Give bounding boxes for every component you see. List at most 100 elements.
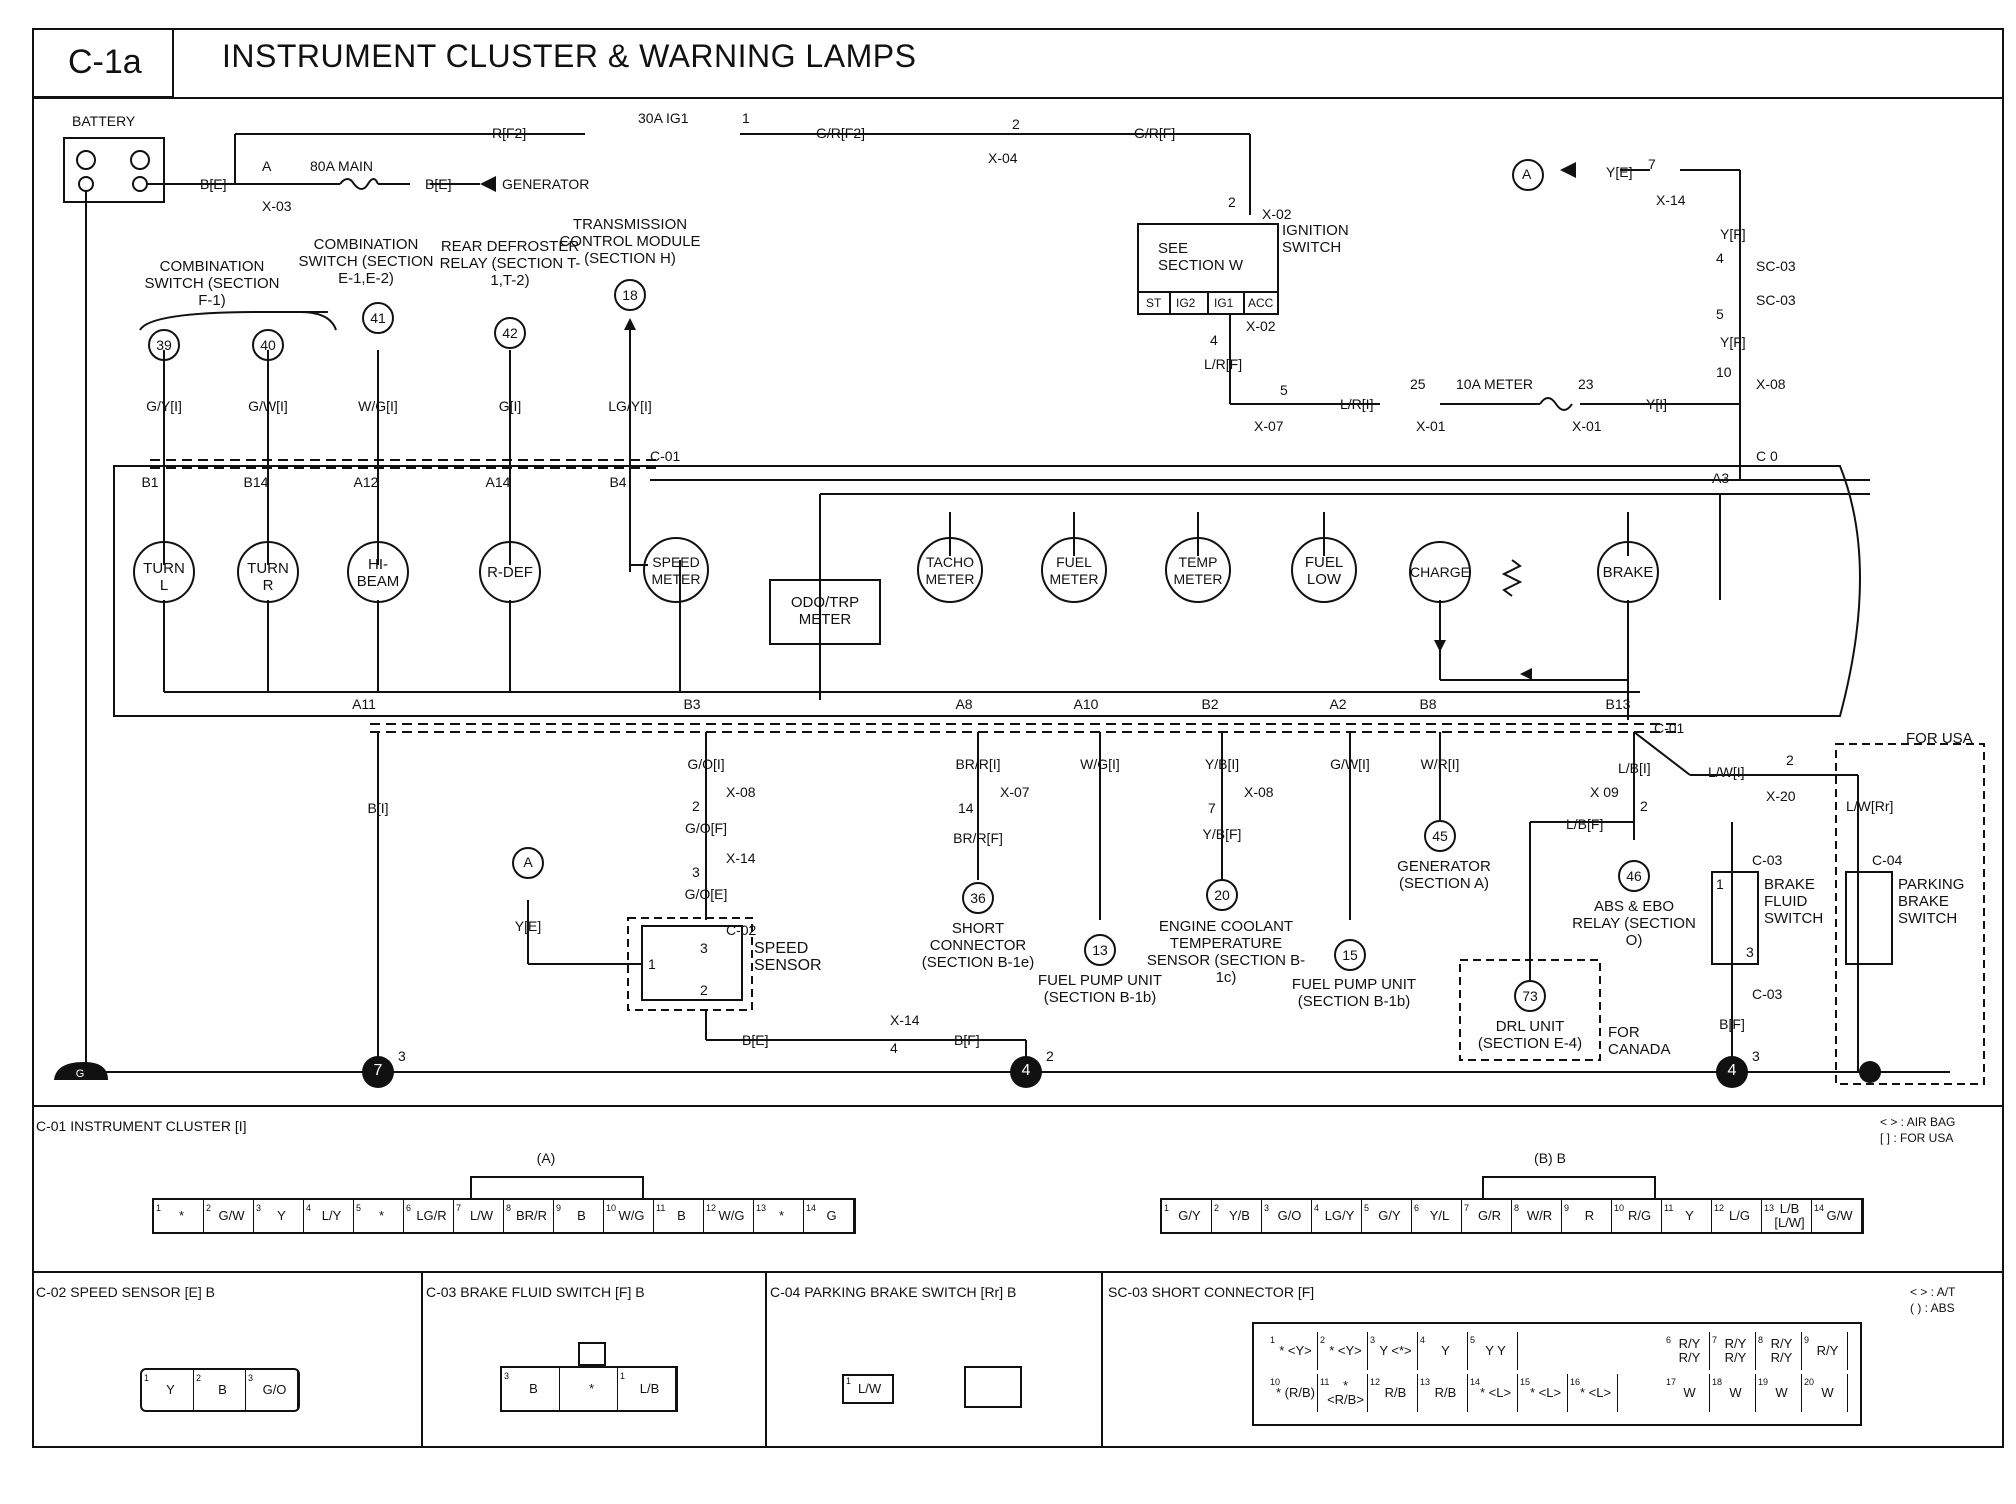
c01a-pin-wire: *	[778, 1208, 785, 1223]
c01b-pin-wire: G/W	[1826, 1208, 1853, 1223]
ss-pin-2: 2	[700, 982, 708, 998]
x08b-label: X-08	[1244, 784, 1274, 800]
sc03-pin-number: 13	[1420, 1377, 1431, 1387]
c02-pin-number: 1	[144, 1373, 150, 1383]
wire-wg-i-bottom: W/G[I]	[1080, 756, 1120, 772]
pin-3-go: 3	[692, 864, 700, 880]
wire-r-f2: R[F2]	[492, 125, 527, 141]
sc03-connector	[1252, 1322, 1862, 1426]
ignition-switch-label: IGNITION SWITCH	[1282, 222, 1349, 256]
sc03-pin-wire: W	[1729, 1385, 1742, 1400]
sc03-pin-number: 12	[1370, 1377, 1381, 1387]
c01a-pin-number: 2	[206, 1203, 212, 1213]
sc03-pin-wire: * <Y>	[1329, 1343, 1362, 1358]
c02-pin-number: 2	[196, 1373, 202, 1383]
c03-latch	[578, 1342, 606, 1366]
sc03-pin-1: 1* <Y>	[1268, 1332, 1318, 1370]
c01a-pin-number: 12	[706, 1203, 717, 1213]
circle-20: 20	[1214, 887, 1230, 903]
c01a-pin-number: 7	[456, 1203, 462, 1213]
connector-a-bottom: A	[523, 854, 533, 870]
pin-25: 25	[1410, 376, 1426, 392]
circle-39: 39	[156, 337, 172, 353]
comb-switch-f1: COMBINATION SWITCH (SECTION F-1)	[144, 258, 280, 309]
c01a-pin-wire: G/W	[218, 1208, 245, 1223]
sc03-pin-2: 2* <Y>	[1318, 1332, 1368, 1370]
c02-label: C-02	[726, 922, 757, 938]
for-usa-label: FOR USA	[1906, 730, 1973, 747]
pin-b8: B8	[1419, 696, 1437, 712]
c02-connector-title: C-02 SPEED SENSOR [E] B	[36, 1284, 215, 1300]
hi-beam-label: HI- BEAM	[356, 556, 400, 590]
pin-a11: A11	[352, 696, 376, 712]
c01b-pin-number: 7	[1464, 1203, 1470, 1213]
generator-a-label: GENERATOR (SECTION A)	[1397, 858, 1491, 892]
fuse-80a: 80A MAIN	[310, 158, 374, 174]
c01-legend-airbag: < > : AIR BAG	[1880, 1115, 1956, 1129]
pin-b4: B4	[609, 474, 627, 490]
pin-b14: B14	[243, 474, 269, 490]
sc03-pin-number: 18	[1712, 1377, 1723, 1387]
fuel-low-label: FUEL LOW	[1304, 554, 1344, 588]
short-conn-label: SHORT CONNECTOR (SECTION B-1e)	[921, 920, 1035, 971]
sc03-pin-number: 16	[1570, 1377, 1581, 1387]
c0-label: C 0	[1756, 448, 1778, 464]
generator-label: GENERATOR	[502, 176, 590, 192]
gauge-temp	[1165, 537, 1231, 603]
ground-4b	[1716, 1056, 1748, 1088]
c01a-pin-number: 1	[156, 1203, 162, 1213]
lamp-brake	[1597, 541, 1659, 603]
wire-gy-i: G/Y[I]	[146, 398, 182, 414]
c01b-pin-number: 13	[1764, 1203, 1775, 1213]
sc03-connector-title: SC-03 SHORT CONNECTOR [F]	[1108, 1284, 1315, 1300]
wire-y-e: Y[E]	[1606, 164, 1633, 180]
ground-4b-num: 3	[1752, 1048, 1760, 1064]
sc03-pin-number: 1	[1270, 1335, 1276, 1345]
x20-label: X-20	[1766, 788, 1796, 804]
wire-go-e: G/O[E]	[684, 886, 728, 902]
battery-label: BATTERY	[72, 113, 136, 129]
c02-pin-wire: G/O	[262, 1382, 287, 1397]
wire-b-e: B[E]	[200, 176, 227, 192]
bf-pin-3: 3	[1746, 944, 1754, 960]
pin-a12: A12	[353, 474, 379, 490]
sc03-pin-number: 2	[1320, 1335, 1326, 1345]
sc03-pin-number: 7	[1712, 1335, 1718, 1345]
pin-4: 4	[1210, 332, 1218, 348]
c01b-pin-number: 12	[1714, 1203, 1725, 1213]
c04-label: C-04	[1872, 852, 1903, 868]
wire-y-i: Y[I]	[1646, 396, 1668, 412]
c01a-pin-number: 3	[256, 1203, 262, 1213]
c01a-pin-number: 8	[506, 1203, 512, 1213]
temp-meter-label: TEMP METER	[1173, 554, 1223, 587]
ig-cell-ig1: IG1	[1214, 296, 1234, 310]
sc03-pin-wire: Y <*>	[1379, 1343, 1412, 1358]
sc03-pin-number: 8	[1758, 1335, 1764, 1345]
c01-bottom: C-01	[1654, 720, 1685, 736]
c01a-pin-wire: W/G	[618, 1208, 645, 1223]
c02-pin-number: 3	[248, 1373, 254, 1383]
c01a-pin-wire: L/W	[469, 1208, 494, 1223]
rear-defroster: REAR DEFROSTER RELAY (SECTION T-1,T-2)	[439, 238, 581, 289]
sc03-pin-wire: * <L>	[1529, 1385, 1562, 1400]
c01b-pin-wire: R/G	[1627, 1208, 1652, 1223]
pin-5: 5	[1280, 382, 1288, 398]
wire-gr-f: G/R[F]	[1134, 125, 1176, 141]
c01b-pin-wire: L/G	[1729, 1208, 1750, 1223]
pin-2: 2	[1012, 116, 1020, 132]
pin-2-lb: 2	[1640, 798, 1648, 814]
ground-7-label: 7	[373, 1062, 383, 1079]
c01a-pin-wire: B	[577, 1208, 586, 1223]
c01a-pin-wire: B	[677, 1208, 686, 1223]
lamp-turn-r	[237, 541, 299, 603]
x01-label: X-01	[1416, 418, 1446, 434]
